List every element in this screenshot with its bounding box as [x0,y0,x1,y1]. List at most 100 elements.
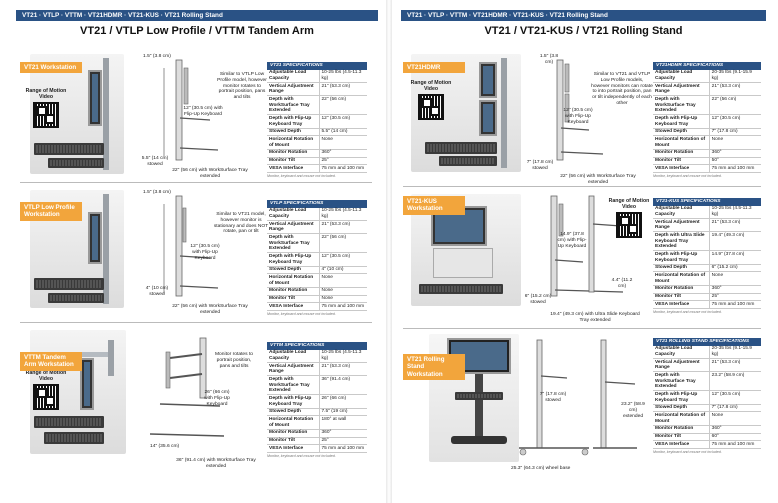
table-row: Depth with Ultra Slide Keyboard Tray Ext… [653,231,761,252]
rolling-stand-keyboard [455,392,503,400]
spec-value: 12" (30.5 cm) [709,114,761,129]
vt21hdmr-note: Similar to VT21 and VTLP Low Profile mod… [591,72,653,106]
spec-key: Depth with Flip-Up Keyboard Tray [267,394,320,409]
vt21hdmr-keyboard [425,142,497,154]
spec-value: 36" (91.4 cm) [319,375,367,396]
qr-code-icon [418,94,444,121]
rolling-stand-dim-mid: 23.2" (58.9 cm) extended [621,402,645,419]
rolling-stand-spec-table: VT21 ROLLING STAND SPECIFICATIONS Adjust… [653,338,761,456]
vtlp-dim-top: 1.5" (3.8 cm) [143,190,171,195]
spec-key: Stowed Depth [653,128,710,137]
vttm-dim-mid: 26" (66 cm) with Flip-Up Keyboard [204,390,230,407]
vt21hdmr-dim-left: 7" (17.8 cm) stowed [526,160,554,171]
qr-code-icon [33,102,59,129]
spec-value: 7" (17.8 cm) [709,128,761,137]
spec-value: 360° [709,425,761,434]
vt21hdmr-dim-bottom: 22" (56 cm) with WorkSurface Tray extend… [560,174,636,185]
vtlp-wall-rail [103,194,109,304]
vt21-dim-mid: 12" (30.5 cm) with Flip-Up Keyboard [183,106,223,117]
spec-key: Depth with WorkSurface Tray Extended [267,95,320,116]
spec-key: Monitor Tilt [653,433,710,442]
vtlp-dim-mid: 12" (30.5 cm) with Flip-Up Keyboard [190,244,220,261]
vt21hdmr-label: VT21HDMR [403,62,465,74]
vt21kus-spec-foot: Monitor, keyboard and mouse not included… [653,310,722,315]
spec-value: 21" (53.3 cm) [319,220,367,235]
spec-value: 75 mm and 100 mm [319,444,367,454]
spec-value: 22" (56 cm) [709,95,761,116]
spec-key: Vertical Adjustment Range [653,218,710,233]
qr-code-icon [616,212,642,239]
vt21-qr[interactable]: Range of Motion Video [24,88,68,129]
vt21hdmr-side-drawing [537,58,607,168]
spec-value: 25° [319,437,367,446]
vtlp-spec-foot: Monitor, keyboard and mouse not included… [267,312,336,317]
spec-key: Monitor Rotation [267,287,320,296]
vt21-dim-bottom: 22" (56 cm) with WorkSurface Tray extend… [172,168,248,179]
vt21kus-dim-mid: 4.4" (11.2 cm) [611,278,633,289]
vttm-wall-mount [108,340,114,376]
spec-value: None [319,295,367,304]
spec-key: VESA Interface [653,164,710,174]
spec-value: 360° [709,149,761,158]
rolling-stand-dim-bottom: 25.3" (64.3 cm) wheel base [511,466,571,471]
spec-key: Stowed Depth [653,264,710,273]
spec-key: Adjustable Load Capacity [653,205,710,219]
spec-value: 21" (53.3 cm) [319,82,367,97]
spec-key: Stowed Depth [653,404,710,413]
spec-value: None [319,273,367,288]
rolling-stand-side-drawing [519,336,639,466]
spec-key: VESA Interface [267,444,320,454]
spec-value: 20-35 lbs (9.1-15.9 kg) [709,345,761,359]
spec-key: Vertical Adjustment Range [267,82,320,97]
vt21kus-spec-title: VT21-KUS SPECIFICATIONS [653,198,761,206]
qr-code-icon [33,384,59,411]
spec-key: VESA Interface [653,440,710,450]
vttm-top-drawing [140,334,230,464]
spec-key: Depth with Flip-Up Keyboard Tray [653,250,710,265]
vttm-qr[interactable]: Range of Motion Video [24,370,68,411]
vttm-label: VTTM Tandem Arm Workstation [20,352,82,371]
spec-value: 22" (56 cm) [319,233,367,254]
vt21kus-qr[interactable]: Range of Motion Video [607,198,651,239]
vt21kus-side-drawing [537,194,627,310]
vttm-worksurface [44,432,104,444]
spec-key: Stowed Depth [267,408,320,417]
right-page-title: VT21 / VT21-KUS / VT21 Rolling Stand [484,25,683,37]
left-separator-1 [20,182,372,183]
vt21hdmr-qr[interactable]: Range of Motion Video [409,80,453,121]
rolling-stand-spec-title: VT21 ROLLING STAND SPECIFICATIONS [653,338,761,346]
spec-value: 50° [709,157,761,166]
spec-value: 180° at wall [319,415,367,430]
spec-key: Horizontal Rotation of Mount [267,273,320,288]
spec-value: 21" (53.3 cm) [319,362,367,377]
vt21hdmr-dim-top: 1.5" (3.8 cm) [539,54,559,65]
vt21-qr-label: Range of Motion Video [25,88,67,101]
spec-value: 10-25 lbs (4.5-11.3 kg) [319,349,367,363]
spec-key: Horizontal Rotation of Mount [267,415,320,430]
spec-value: 360° [709,285,761,294]
vttm-dim-bottom: 36" (91.4 cm) with WorkSurface Tray exte… [176,458,256,469]
vttm-arm [70,352,110,357]
vt21-dim-left: 5.5" (14 cm) stowed [141,156,169,167]
right-separator-2 [403,328,761,329]
vt21-keyboard [34,143,104,155]
spec-value: 21" (53.3 cm) [709,358,761,373]
spec-value: 25° [709,293,761,302]
vt21-spec-foot: Monitor, keyboard and mouse not included… [267,174,336,179]
